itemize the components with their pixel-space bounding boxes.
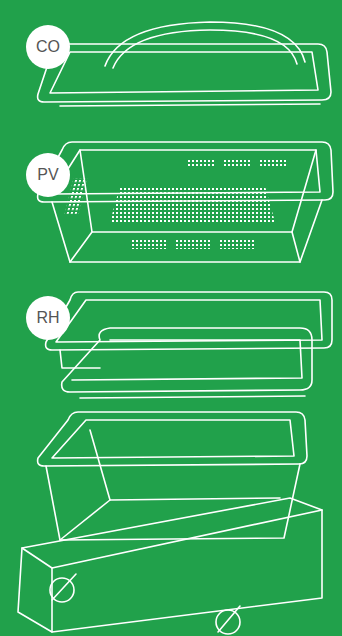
callout-badge xyxy=(26,153,70,197)
perforated-basket xyxy=(38,142,333,262)
bottom-container xyxy=(38,412,307,540)
part-name: PV xyxy=(26,166,70,184)
lid xyxy=(38,22,331,106)
ring-frame xyxy=(46,292,332,398)
callout-badge xyxy=(26,296,70,340)
callout-badge xyxy=(26,25,70,69)
base-plate xyxy=(18,498,322,634)
part-name: RH xyxy=(26,309,70,327)
part-name: CO xyxy=(26,38,70,56)
